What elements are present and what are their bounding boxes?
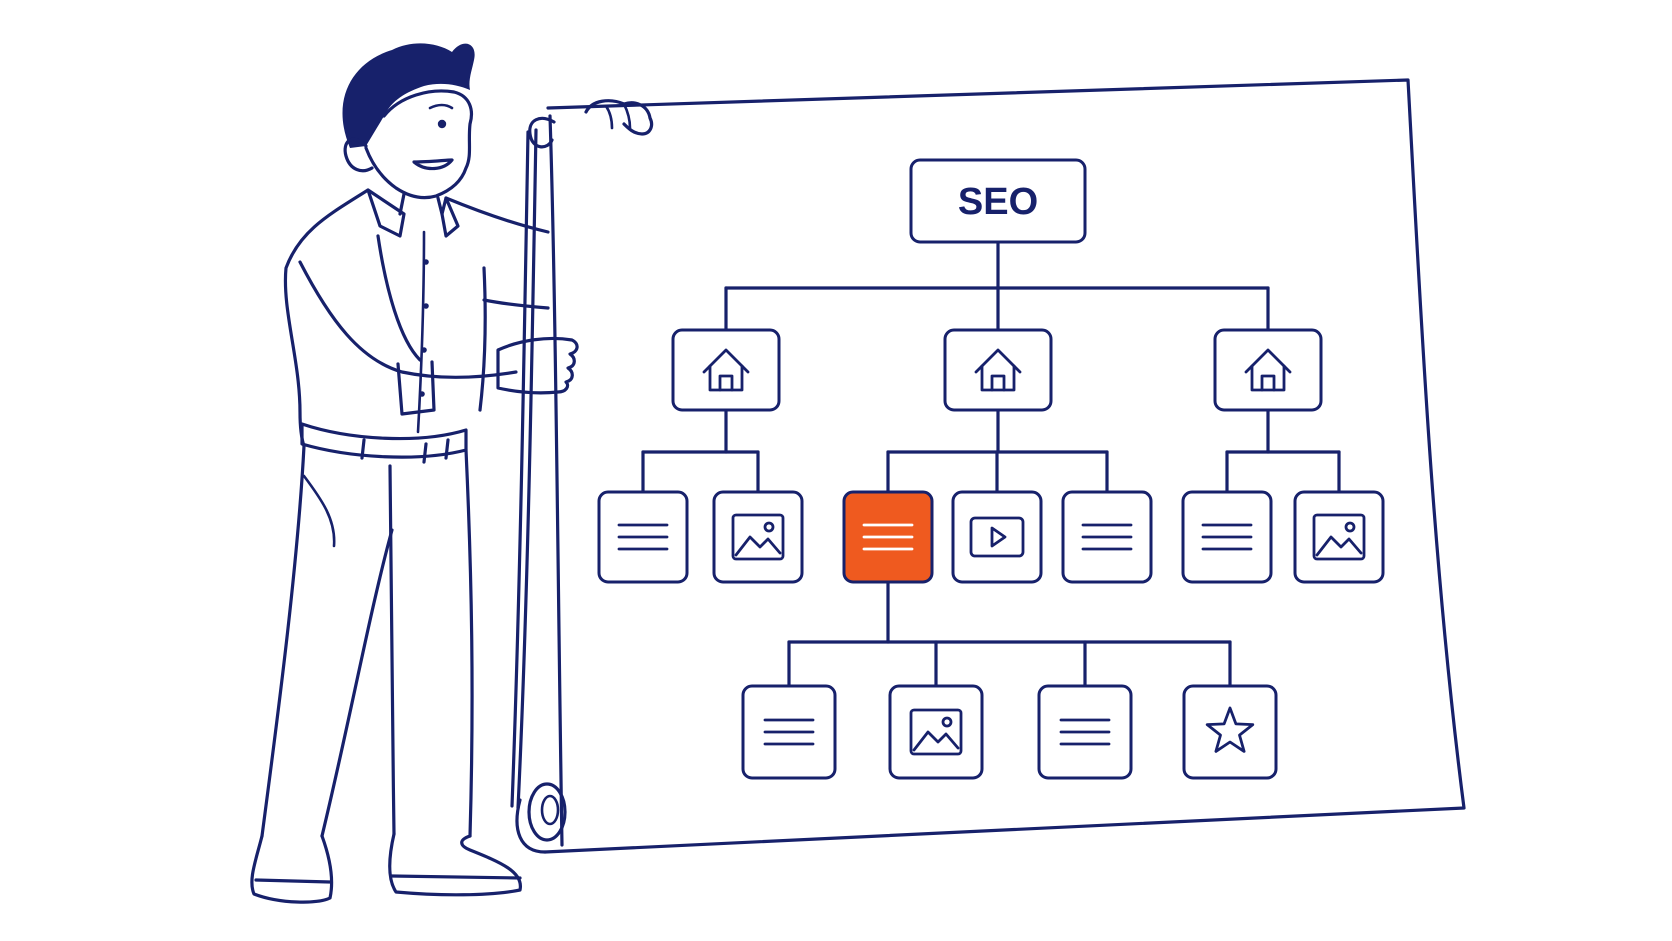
image-icon bbox=[731, 513, 785, 561]
text-lines-icon bbox=[617, 523, 669, 551]
content-node-2-2-box bbox=[951, 490, 1043, 584]
page-node-2 bbox=[943, 328, 1053, 412]
left-shoe bbox=[250, 834, 334, 904]
image-icon bbox=[1312, 513, 1366, 561]
content-node-2-1 bbox=[842, 490, 934, 584]
content-node-2-2 bbox=[951, 490, 1043, 584]
content-node-1-1 bbox=[597, 490, 689, 584]
root-label: SEO bbox=[958, 181, 1038, 223]
content-node-3-2 bbox=[1293, 490, 1385, 584]
root-node-seo-box bbox=[909, 158, 1087, 244]
sub-node-2-box bbox=[888, 684, 984, 780]
root-node-seo: SEO bbox=[909, 158, 1087, 244]
content-node-2-3 bbox=[1061, 490, 1153, 584]
image-icon bbox=[909, 708, 963, 756]
sub-node-3 bbox=[1037, 684, 1133, 780]
page-node-1 bbox=[671, 328, 781, 412]
star-icon bbox=[1205, 706, 1255, 753]
text-lines-icon bbox=[1059, 718, 1111, 746]
sub-node-4 bbox=[1182, 684, 1278, 780]
text-lines-icon bbox=[1201, 523, 1253, 551]
face bbox=[364, 89, 474, 200]
page-node-2-box bbox=[943, 328, 1053, 412]
tree-nodes: SEO bbox=[597, 158, 1385, 780]
poster-roll bbox=[527, 782, 567, 842]
content-node-3-1 bbox=[1181, 490, 1273, 584]
page-node-1-box bbox=[671, 328, 781, 412]
right-shoe bbox=[388, 832, 522, 897]
home-icon bbox=[702, 348, 750, 392]
content-node-3-2-box bbox=[1293, 490, 1385, 584]
content-node-1-2 bbox=[712, 490, 804, 584]
sub-node-1 bbox=[741, 684, 837, 780]
page-node-3 bbox=[1213, 328, 1323, 412]
text-lines-icon bbox=[763, 718, 815, 746]
text-lines-icon bbox=[862, 523, 914, 551]
page-node-3-box bbox=[1213, 328, 1323, 412]
tree-connectors bbox=[641, 240, 1341, 688]
sub-node-2 bbox=[888, 684, 984, 780]
hair bbox=[342, 43, 475, 148]
home-icon bbox=[974, 348, 1022, 392]
home-icon bbox=[1244, 348, 1292, 392]
video-icon bbox=[969, 516, 1025, 558]
content-node-1-2-box bbox=[712, 490, 804, 584]
sub-node-4-box bbox=[1182, 684, 1278, 780]
text-lines-icon bbox=[1081, 523, 1133, 551]
person-figure bbox=[250, 43, 654, 904]
